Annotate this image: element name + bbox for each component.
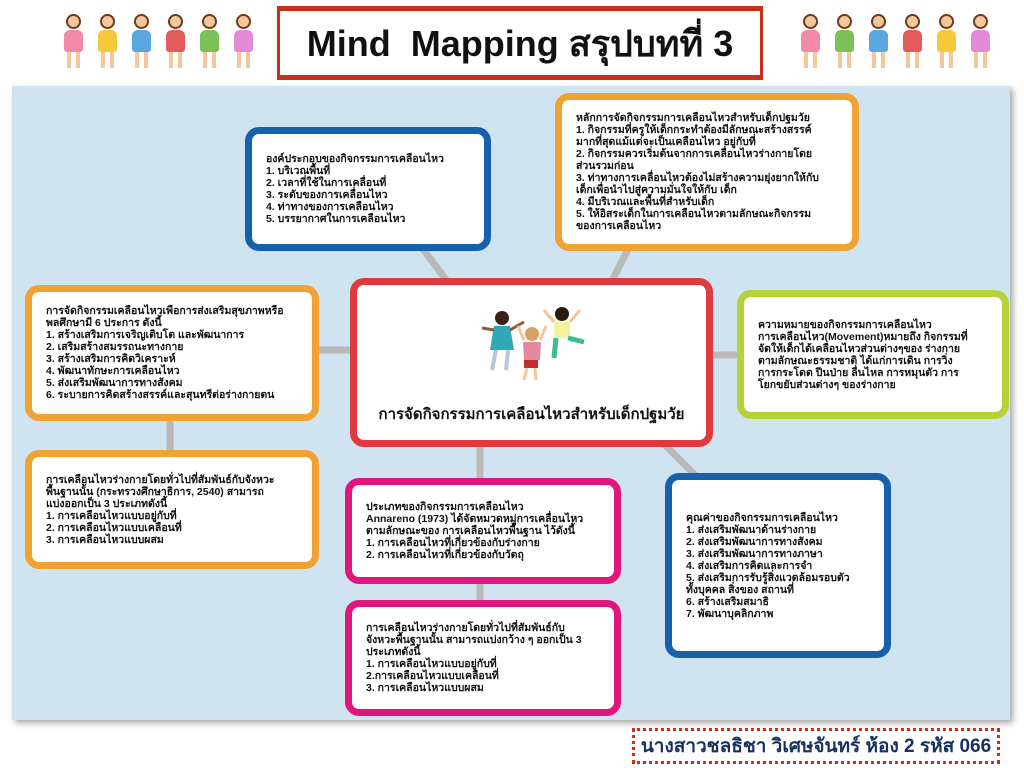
node-heading: คุณค่าของกิจกรรมการเคลือนไหว [686, 511, 838, 524]
kid-icon [58, 12, 88, 72]
kid-icon [160, 12, 190, 72]
kid-icon [965, 12, 995, 72]
node-line: 4. ส่งเสริมการคิดและการจำ [686, 559, 813, 572]
node-line: 4. มีบริเวณและพื้นที่สำหรับเด็ก [576, 196, 715, 208]
kid-icon [931, 12, 961, 72]
node-line: โยกขยับส่วนต่างๆ ของร่างกาย [758, 378, 896, 391]
node-line: 5. ส่งเสริมพัฒนาการทางสังคม [46, 377, 183, 389]
node-line: 1. กิจกรรมที่ครูให้เด็กกระทำต้องมีลักษณะ… [576, 124, 812, 136]
node-line: 2. กิจกรรมควรเริ่มต้นจากการเคลื่อนไหวร่า… [576, 148, 813, 160]
node-line: จัดให้เด็กได้เคลือนไหวส่วนต่างๆของ ร่างก… [758, 342, 961, 355]
node-heading: ประเภทของกิจกรรมการเคลือนไหว [366, 501, 524, 513]
kid-icon [92, 12, 122, 72]
node-line: 1. ส่งเสริมพัฒนาด้านร่างกาย [686, 523, 817, 536]
node-line: 6. ระบายการคิดสร้างสรรค์และสุนทรีต่อร่าง… [46, 389, 275, 401]
node-line: 1. บริเวณพื้นที่ [266, 165, 331, 177]
node-line: 3. การเคลือนไหวแบบผสม [46, 533, 164, 546]
kids-decoration-right [795, 12, 995, 74]
node-line: 2. เวลาที่ใช้ในการเคลื่อนที่ [266, 177, 387, 189]
node-line: 3. ท่าทางการเคลื่อนไหวต้องไม่สร้างความยุ… [576, 172, 819, 184]
node-line: แบ่งออกเป็น 3 ประเภทดังนี้ [46, 497, 168, 510]
node-meaning: ความหมายของกิจกรรมการเคลือนไหวการเคลือนไ… [737, 290, 1009, 419]
node-line: การเคลือนไหว(Movement)หมายถึง กิจกรรมที่ [758, 330, 968, 343]
node-line: 7. พัฒนาบุคลิกภาพ [686, 607, 774, 620]
node-line: 1. การเคลือนไหวที่เกี่ยวข้องกับร่างกาย [366, 537, 540, 549]
node-line: 6. สร้างเสริมสมาธิ [686, 595, 769, 608]
node-line: 2. การเคลือนไหวแบบเคลือนที่ [46, 521, 182, 534]
node-line: ประเภทดังนี้ [366, 646, 421, 658]
slide-title-box: Mind Mapping สรุปบทที่ 3 [277, 6, 763, 80]
node-line: 1. การเคลือนไหวแบบอยู่กับที่ [46, 509, 177, 522]
author-name: นางสาวชลธิชา วิเศษจันทร์ ห้อง 2 รหัส 066 [640, 736, 992, 757]
node-line: 2.การเคลือนไหวแบบเคลือนที่ [366, 670, 499, 682]
node-line: 5. ส่งเสริมการรับรู้สิ่งแวดล้อมรอบตัว [686, 571, 850, 584]
node-heading: การจัดกิจกรรมเคลือนไหวเพือการส่งเสริมสุข… [46, 305, 284, 317]
node-line: 5. บรรยากาศในการเคลือนไหว [266, 213, 406, 225]
kids-decoration-left [58, 12, 258, 74]
node-rhythm: การเคลือนไหวร่างกายโดยทั่วไปที่สัมพันธ์ก… [25, 450, 319, 569]
node-rhythm2: การเคลือนไหวร่างกายโดยทั่วไปที่สัมพันธ์ก… [345, 600, 621, 716]
children-jumping-illustration [481, 307, 585, 381]
node-line: พลศึกษามี 6 ประการ ดังนี้ [46, 317, 162, 329]
kid-icon [897, 12, 927, 72]
node-heading: หลักการจัดกิจกรรมการเคลือนไหวสำหรับเด็กป… [576, 112, 810, 124]
node-heading: การเคลือนไหวร่างกายโดยทั่วไปที่สัมพันธ์ก… [366, 622, 565, 634]
node-heading: องค์ประกอบของกิจกรรมการเคลือนไหว [266, 153, 444, 165]
node-line: 5. ให้อิสระเด็กในการเคลือนไหวตามลักษณะกิ… [576, 208, 812, 220]
kid-icon [795, 12, 825, 72]
node-heading: ความหมายของกิจกรรมการเคลือนไหว [758, 318, 932, 331]
node-line: ทั้งบุคคล สิ่งของ สถานที่ [686, 583, 794, 596]
node-health: การจัดกิจกรรมเคลือนไหวเพือการส่งเสริมสุข… [25, 285, 319, 421]
node-line: Annareno (1973) ได้จัดหมวดหมู่การเคลื่อน… [366, 513, 584, 525]
node-line: จังหวะพื้นฐานนั้น สามารถแบ่งกว้าง ๆ ออกเ… [366, 634, 582, 646]
kid-icon [829, 12, 859, 72]
node-line: เด็กเพื่อนำไปสู่ความมั่นใจให้กับ เด็ก [576, 184, 737, 196]
node-line: 3. ระดับของการเคลื่อนไหว [266, 189, 388, 201]
author-footer: นางสาวชลธิชา วิเศษจันทร์ ห้อง 2 รหัส 066 [632, 728, 1000, 764]
node-line: 4. ท่าทางของการเคลือนไหว [266, 201, 394, 213]
kid-icon [194, 12, 224, 72]
node-line: มากที่สุดแม้แต่จะเป็นเคลือนไหว อยู่กับที… [576, 136, 756, 148]
node-line: การกระโดด ปีนป่าย ลื่นไหล การหมุนตัว การ [758, 366, 959, 379]
central-topic-title: การจัดกิจกรรมการเคลือนไหวสำหรับเด็กปฐมวั… [378, 406, 685, 423]
node-principles: หลักการจัดกิจกรรมการเคลือนไหวสำหรับเด็กป… [555, 93, 859, 251]
node-line: ตามลักษณะธรรมชาติ ได้แก่การเดิน การวิ่ง [758, 354, 953, 367]
node-line: พื้นฐานนั้น (กระทรวงศึกษาธิการ, 2540) สา… [46, 485, 264, 498]
node-line: 1. การเคลือนไหวแบบอยู่กับที่ [366, 658, 497, 670]
kid-icon [863, 12, 893, 72]
kid-icon [228, 12, 258, 72]
node-line: 3. ส่งเสริมพัฒนาการทางภาษา [686, 547, 823, 560]
slide-title: Mind Mapping สรุปบทที่ 3 [306, 22, 734, 64]
node-line: 3. สร้างเสริมการคิดวิเคราะห์ [46, 353, 176, 365]
central-topic: การจัดกิจกรรมการเคลือนไหวสำหรับเด็กปฐมวั… [350, 278, 713, 447]
node-line: 2. การเคลือนไหวที่เกี่ยวข้องกับวัตถุ [366, 549, 524, 561]
kid-icon [126, 12, 156, 72]
node-line: 1. สร้างเสริมการเจริญเติบโต และพัฒนาการ [46, 329, 245, 341]
node-heading: การเคลือนไหวร่างกายโดยทั่วไปที่สัมพันธ์ก… [46, 473, 275, 486]
node-line: 3. การเคลือนไหวแบบผสม [366, 682, 484, 694]
node-line: 2. เสริมสร้างสมรรถนะทางกาย [46, 341, 184, 353]
node-line: 4. พัฒนาทักษะการเคลือนไหว [46, 365, 180, 377]
node-line: ตามลักษณะของ การเคลือนไหวพื้นฐาน ไว้ดังน… [366, 525, 575, 537]
node-line: ส่วนรวมก่อน [576, 160, 634, 172]
node-line: 2. ส่งเสริมพัฒนาการทางสังคม [686, 535, 823, 548]
node-line: ของการเคลือนไหว [576, 220, 662, 232]
